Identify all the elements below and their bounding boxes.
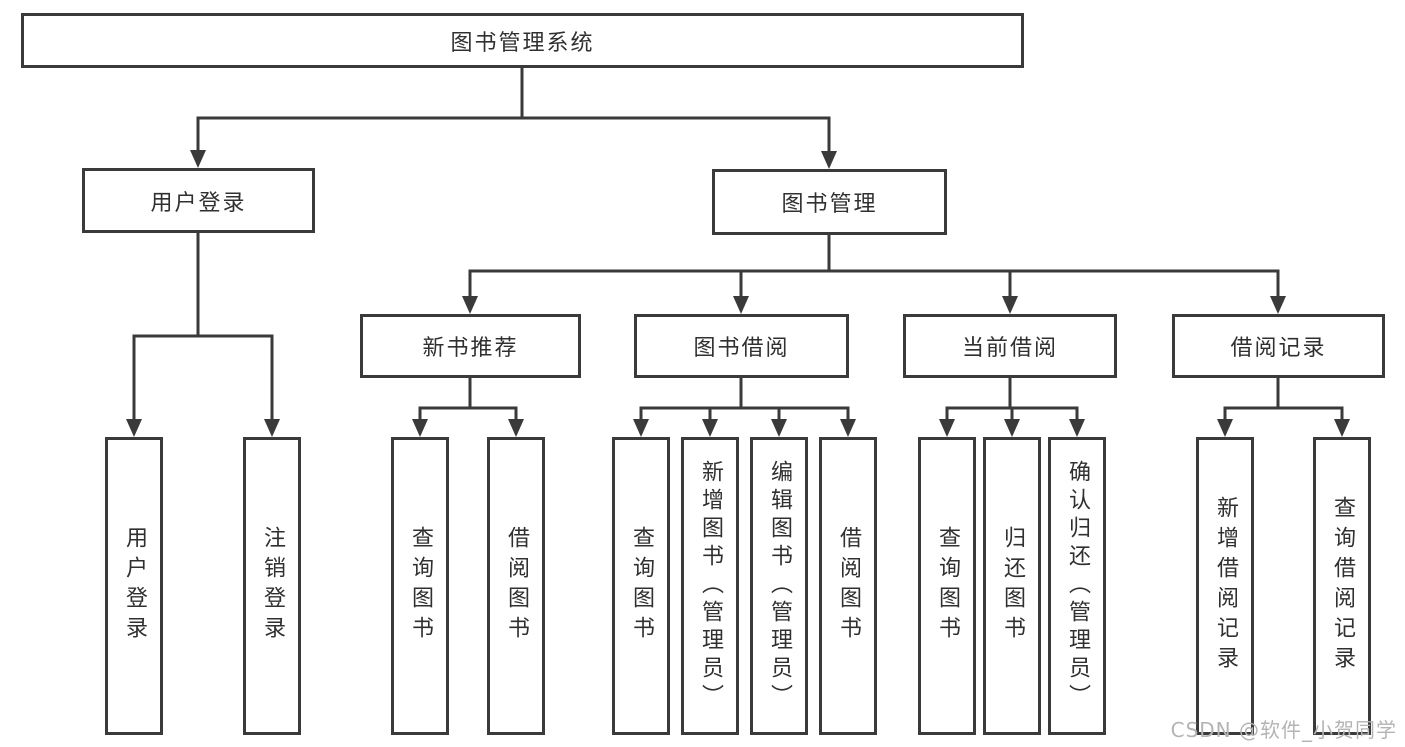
current-borrow-branch-line: [945, 378, 1079, 422]
node-borrow-records: 借阅记录: [1172, 314, 1385, 378]
arrow-down-icon: [1004, 419, 1020, 437]
node-cb-confirm-return: 确认归还（管理员）: [1048, 437, 1106, 735]
arrow-down-icon: [190, 150, 206, 168]
watermark: CSDN @软件_小贺同学: [1170, 718, 1397, 742]
node-cb-return-book-label: 归还图书: [1000, 526, 1025, 646]
arrow-down-icon: [771, 419, 787, 437]
node-br-query-record: 查询借阅记录: [1313, 437, 1371, 735]
node-bb-borrow-book-label: 借阅图书: [836, 526, 861, 646]
node-current-borrow-label: 当前借阅: [961, 336, 1058, 361]
book-borrow-branch-line: [639, 378, 850, 422]
node-new-book-rec: 新书推荐: [360, 314, 581, 378]
node-book-mgmt-label: 图书管理: [781, 192, 878, 217]
node-ul-user-login: 用户登录: [105, 437, 163, 735]
node-ul-logout: 注销登录: [243, 437, 301, 735]
node-book-borrow-label: 图书借阅: [693, 336, 790, 361]
node-bb-edit-book-label: 编辑图书（管理员）: [767, 460, 792, 712]
arrow-down-icon: [733, 296, 749, 314]
node-br-add-record: 新增借阅记录: [1196, 437, 1254, 735]
node-bb-query-book-label: 查询图书: [629, 526, 654, 646]
node-cb-query-book: 查询图书: [918, 437, 976, 735]
node-ul-user-login-label: 用户登录: [122, 526, 147, 646]
node-nbr-borrow-book: 借阅图书: [487, 437, 545, 735]
arrow-down-icon: [264, 419, 280, 437]
root-branch-line: [196, 68, 831, 154]
user-login-branch-line: [132, 233, 274, 422]
node-current-borrow: 当前借阅: [903, 314, 1117, 378]
node-bb-query-book: 查询图书: [612, 437, 670, 735]
arrow-down-icon: [1069, 419, 1085, 437]
node-br-query-record-label: 查询借阅记录: [1330, 496, 1355, 676]
node-book-mgmt: 图书管理: [712, 169, 947, 235]
arrow-down-icon: [821, 151, 837, 169]
arrow-down-icon: [702, 419, 718, 437]
node-cb-confirm-return-label: 确认归还（管理员）: [1065, 460, 1090, 712]
node-bb-add-book-label: 新增图书（管理员）: [698, 460, 723, 712]
node-root-label: 图书管理系统: [450, 30, 595, 56]
node-br-add-record-label: 新增借阅记录: [1213, 496, 1238, 676]
arrow-down-icon: [939, 419, 955, 437]
arrow-down-icon: [412, 419, 428, 437]
arrow-down-icon: [1002, 296, 1018, 314]
arrow-down-icon: [462, 296, 478, 314]
node-new-book-rec-label: 新书推荐: [422, 336, 519, 361]
arrow-down-icon: [508, 419, 524, 437]
arrow-down-icon: [840, 419, 856, 437]
new-book-rec-branch-line: [418, 378, 518, 422]
node-bb-add-book: 新增图书（管理员）: [681, 437, 739, 735]
node-bb-edit-book: 编辑图书（管理员）: [750, 437, 808, 735]
node-nbr-query-book-label: 查询图书: [408, 526, 433, 646]
book-mgmt-branch-line: [468, 235, 1280, 299]
node-user-login-label: 用户登录: [150, 190, 247, 216]
node-book-borrow: 图书借阅: [634, 314, 849, 378]
node-nbr-borrow-book-label: 借阅图书: [504, 526, 529, 646]
arrow-down-icon: [1270, 296, 1286, 314]
arrow-down-icon: [126, 419, 142, 437]
arrow-down-icon: [1217, 419, 1233, 437]
node-ul-logout-label: 注销登录: [260, 526, 285, 646]
node-bb-borrow-book: 借阅图书: [819, 437, 877, 735]
arrowheads: [126, 150, 1350, 437]
arrow-down-icon: [1334, 419, 1350, 437]
node-root: 图书管理系统: [21, 13, 1024, 68]
node-borrow-records-label: 借阅记录: [1230, 336, 1327, 361]
node-cb-return-book: 归还图书: [983, 437, 1041, 735]
node-user-login: 用户登录: [82, 168, 315, 233]
node-nbr-query-book: 查询图书: [391, 437, 449, 735]
node-cb-query-book-label: 查询图书: [935, 526, 960, 646]
borrow-records-branch-line: [1223, 378, 1344, 422]
arrow-down-icon: [633, 419, 649, 437]
